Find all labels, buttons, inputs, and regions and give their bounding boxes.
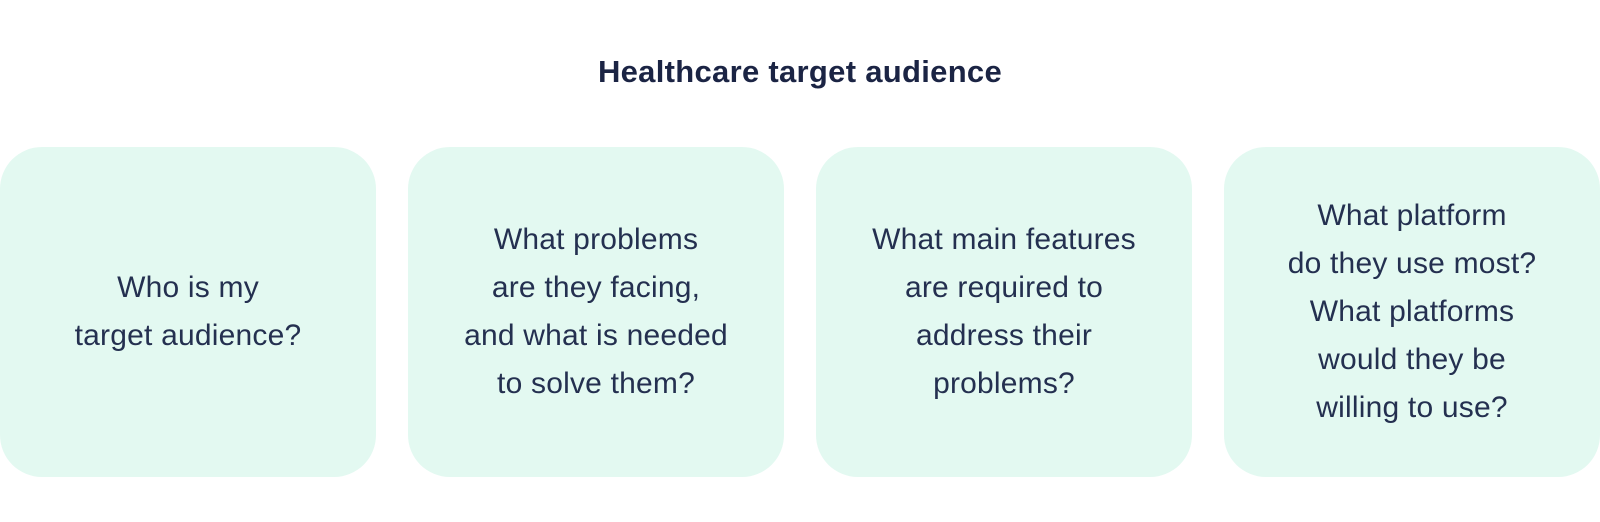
question-line: are they facing,: [491, 271, 701, 304]
question-line: target audience?: [74, 319, 302, 352]
question-line: What problems: [493, 223, 699, 256]
question-line: would they be: [1318, 343, 1506, 376]
question-card: Who is my target audience?: [0, 147, 376, 477]
question-line: Who is my: [117, 271, 259, 304]
question-line: address their: [915, 319, 1093, 352]
question-card: What main features are required to address…: [816, 147, 1192, 477]
page-title: Healthcare target audience: [597, 54, 1003, 89]
question-cards-row: Who is my target audience? What problems ar…: [0, 147, 1600, 477]
question-line: do they use most?: [1287, 247, 1537, 280]
question-line: What main features: [872, 223, 1136, 256]
question-line: What platforms: [1309, 295, 1515, 328]
question-line: problems?: [933, 367, 1075, 400]
question-card: What platform do they use most? What platf…: [1224, 147, 1600, 477]
question-line: and what is needed: [464, 319, 728, 352]
question-line: willing to use?: [1316, 391, 1508, 424]
question-line: are required to: [904, 271, 1104, 304]
question-line: to solve them?: [497, 367, 695, 400]
question-line: What platform: [1317, 199, 1507, 232]
question-card: What problems are they facing, and what is…: [408, 147, 784, 477]
